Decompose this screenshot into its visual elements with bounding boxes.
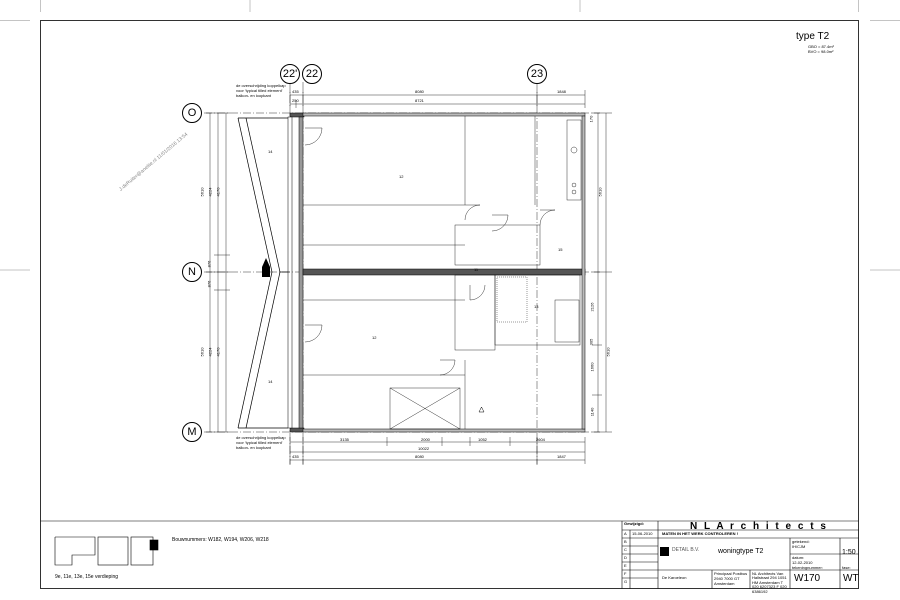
rev-c: C	[624, 547, 627, 552]
dim-left-876: 876	[206, 260, 212, 268]
room-15-label: 15	[558, 247, 563, 252]
revisions-header: Gewijzigd:	[624, 521, 644, 526]
room-14b-label: 14	[268, 379, 273, 384]
bottom-dimensions	[289, 437, 586, 464]
rev-a-date: 15-06-2010	[632, 531, 653, 536]
dim-left-5610b: 5610	[199, 347, 205, 357]
dim-top-250: 250	[292, 98, 299, 103]
interior-lines	[303, 116, 582, 430]
grid-bubble-23: 23	[527, 64, 547, 84]
rev-a-text: MATEN IN HET WERK CONTROLEREN !	[662, 531, 738, 536]
sheet-border	[40, 20, 859, 589]
detail-label: DETAIL B.V.	[672, 547, 700, 553]
type-title: type T2	[796, 31, 830, 42]
datum-value: 12-02-2010	[792, 560, 813, 565]
title-block-frame	[40, 520, 859, 589]
balcony-outline	[237, 117, 290, 429]
dim-top-8080: 8080	[415, 89, 424, 94]
dim-left-4170a: 4170	[215, 187, 221, 197]
tekeningnummer-label: tekeningnummer:	[792, 565, 823, 570]
key-plan	[54, 536, 159, 566]
right-dimensions	[592, 112, 612, 433]
rev-a: A	[624, 531, 627, 536]
getekend-label: getekend:	[792, 539, 810, 544]
dim-right-2126: 2126	[589, 302, 595, 312]
grid-bubble-22-prime: 22'	[280, 64, 300, 84]
grid-bubble-m: M	[182, 422, 202, 442]
dim-right-1660: 1660	[589, 362, 595, 372]
dim-left-4224b: 4224	[207, 347, 213, 357]
balcony-note-bottom: de overschrijding koppelkap voor 'typica…	[236, 435, 286, 450]
room-12b-label: 12	[372, 335, 377, 340]
level-marker	[478, 406, 485, 413]
balcony-note-top: de overschrijding koppelkap voor 'typica…	[236, 83, 286, 98]
fase-label: fase:	[842, 565, 851, 570]
room-12a-label: 12	[399, 174, 404, 179]
rev-g: G	[624, 579, 628, 584]
detail-logo-icon	[660, 547, 669, 556]
door-swings	[304, 127, 556, 376]
top-dimensions	[289, 90, 586, 108]
trim-marks	[0, 0, 900, 271]
dim-right-5610: 5610	[597, 187, 603, 197]
floor-levels: 9e, 11e, 13e, 15e verdieping	[55, 574, 119, 580]
client-address: Principaal Postbus 2940 7000 GT Amsterda…	[714, 571, 748, 586]
rev-d: D	[624, 555, 627, 560]
rev-e: E	[624, 563, 627, 568]
dim-left-5610a: 5610	[199, 187, 205, 197]
dim-bot-8080: 8080	[415, 454, 424, 459]
scale-value: 1:50	[842, 549, 856, 556]
dim-right-170: 170	[588, 115, 594, 123]
walls	[287, 112, 586, 433]
dim-right-305: 305	[588, 338, 594, 346]
dim-bot-1052: 1052	[478, 437, 487, 442]
dim-bot-1847: 1847	[557, 454, 566, 459]
dim-bot-2000: 2000	[421, 437, 430, 442]
drawing-title: woningtype T2	[718, 548, 764, 555]
dim-right-1140: 1140	[589, 407, 595, 417]
section-arrow-icon	[262, 258, 270, 277]
grid-bubble-22: 22	[302, 64, 322, 84]
datum-label: datum:	[792, 555, 805, 560]
dim-top-1848: 1848	[557, 89, 566, 94]
dim-bot-2604: 2604	[536, 437, 545, 442]
project-name: De Karoeleon	[662, 575, 687, 580]
dim-left-4170b: 4170	[215, 347, 221, 357]
dim-left-876b: 876	[206, 280, 212, 288]
left-dimensions	[206, 112, 230, 433]
room-11-label: 11	[474, 267, 479, 272]
room-13-label: 13	[534, 304, 539, 309]
dim-bot-435: 435	[292, 454, 299, 459]
floor-numbers: Bouwnummers: W182, W194, W206, W218	[172, 537, 269, 543]
dim-right-5610b: 5610	[605, 347, 611, 357]
room-14-label: 14	[268, 149, 273, 154]
dim-top-8721: 8721	[415, 98, 424, 103]
gbo-area: GBO = 87.4m²	[808, 44, 834, 49]
rev-f: F	[624, 571, 627, 576]
office-name: N L A r c h i t e c t s	[690, 521, 828, 532]
getekend-value: IH/CJM	[792, 544, 806, 549]
dim-top-435: 435	[292, 89, 299, 94]
dim-bot-10022: 10022	[418, 446, 430, 451]
rev-b: B	[624, 539, 627, 544]
dim-left-4224a: 4224	[207, 187, 213, 197]
drawing-number: W170	[794, 573, 821, 584]
fase-value: WT	[843, 573, 859, 584]
architect-address: NL Architects Van Hallstraat 294 1051 HM…	[752, 571, 787, 594]
dim-bot-3135: 3135	[340, 437, 349, 442]
bvo-area: BVO = 98.0m²	[808, 49, 834, 54]
grid-bubble-o: O	[182, 103, 202, 123]
grid-bubble-n: N	[182, 262, 202, 282]
